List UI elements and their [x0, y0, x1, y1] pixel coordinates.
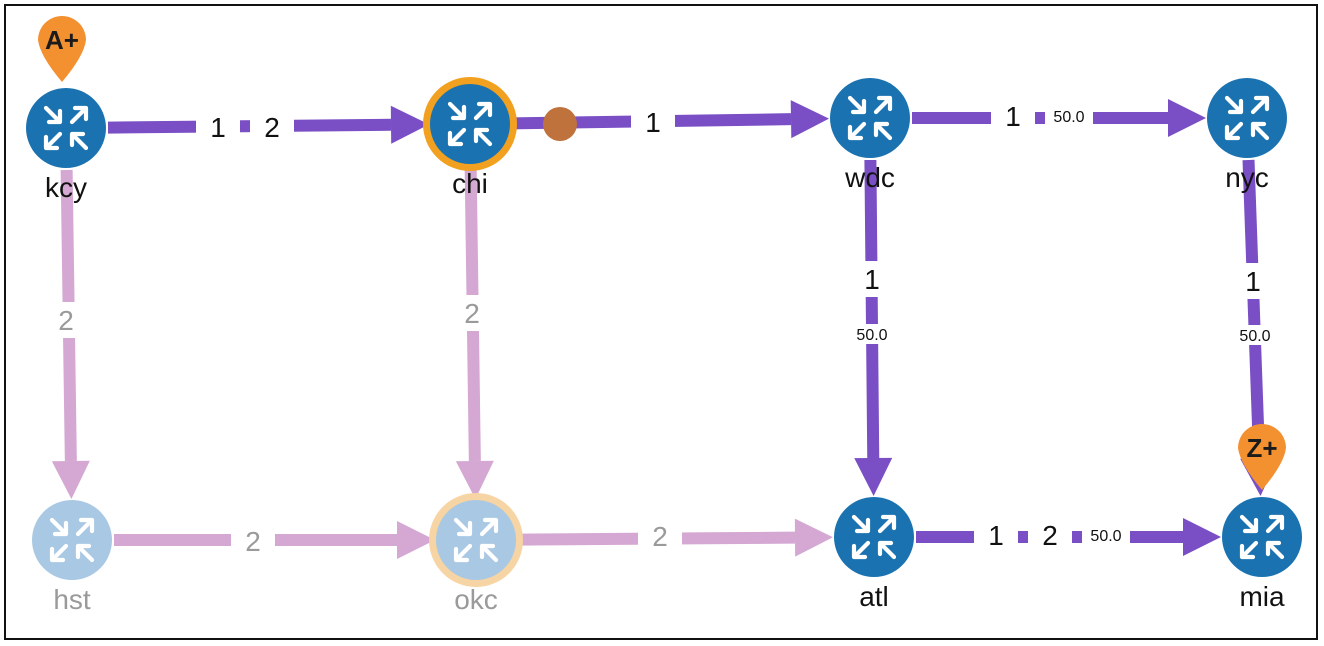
router-name: wdc	[844, 162, 895, 193]
link-label-bg	[1239, 263, 1267, 299]
router-node-wdc[interactable]: wdc	[830, 78, 910, 193]
markers-layer: A+ Z+	[38, 16, 1286, 490]
link-line[interactable]	[1242, 159, 1266, 459]
link-okc-atl[interactable]: 2	[517, 518, 834, 557]
link-label-bg	[458, 295, 486, 331]
router-name: hst	[53, 584, 91, 615]
link-label: 1	[645, 107, 661, 138]
link-arrowhead	[51, 460, 90, 500]
router-circle[interactable]	[32, 500, 112, 580]
metric-label: 50.0	[856, 327, 887, 344]
router-icon	[43, 105, 89, 151]
map-pin-icon	[38, 16, 86, 82]
router-circle[interactable]	[834, 497, 914, 577]
link-label: 2	[652, 521, 668, 552]
metric-label-bg	[1231, 325, 1279, 345]
link-chi-wdc[interactable]: 1	[511, 100, 830, 141]
link-arrowhead	[790, 100, 830, 139]
marker-label: Z+	[1246, 433, 1277, 463]
link-arrowhead	[397, 521, 435, 559]
router-circle[interactable]	[436, 500, 516, 580]
router-circle[interactable]	[1207, 78, 1287, 158]
link-label: 2	[58, 305, 74, 336]
z-marker[interactable]: Z+	[1238, 424, 1286, 490]
router-icon	[447, 101, 493, 147]
link-label-bg	[858, 261, 886, 297]
link-label: 1	[988, 520, 1004, 551]
link-label-bg	[196, 117, 240, 137]
router-node-kcy[interactable]: kcy	[26, 88, 106, 203]
router-icon	[453, 517, 499, 563]
link-arrowhead	[1183, 518, 1221, 556]
nodes-layer: kcy chi wdc nyc hst okc atl mia	[26, 77, 1302, 615]
link-line[interactable]	[864, 159, 880, 459]
router-circle[interactable]	[26, 88, 106, 168]
link-label-bg	[638, 526, 682, 546]
metric-label-bg	[1045, 106, 1093, 126]
link-arrowhead	[1168, 99, 1206, 137]
router-circle[interactable]	[430, 84, 510, 164]
link-arrowhead	[390, 105, 430, 144]
router-node-hst[interactable]: hst	[32, 500, 112, 615]
router-icon	[49, 517, 95, 563]
link-chi-okc[interactable]: 2	[455, 165, 494, 500]
router-name: okc	[454, 584, 498, 615]
link-hst-okc[interactable]: 2	[114, 521, 435, 559]
router-node-mia[interactable]: mia	[1222, 497, 1302, 612]
router-node-atl[interactable]: atl	[834, 497, 914, 612]
probe-dot[interactable]	[543, 107, 577, 141]
metric-label: 50.0	[1053, 109, 1084, 126]
link-label-bg	[974, 525, 1018, 545]
link-label-bg	[52, 302, 80, 338]
a-marker[interactable]: A+	[38, 16, 86, 82]
link-label: 1	[1005, 101, 1021, 132]
link-label-bg	[631, 112, 675, 132]
link-label: 1	[864, 264, 880, 295]
link-wdc-atl[interactable]: 150.0	[848, 159, 896, 497]
link-arrowhead	[794, 518, 834, 557]
link-label: 2	[1042, 520, 1058, 551]
link-label: 2	[264, 112, 280, 143]
link-label: 1	[210, 112, 226, 143]
marker-label: A+	[45, 25, 79, 55]
router-icon	[847, 95, 893, 141]
link-label: 1	[1245, 266, 1261, 297]
link-label-bg	[1028, 525, 1072, 545]
link-label: 2	[464, 298, 480, 329]
link-atl-mia[interactable]: 1 2 50.0	[916, 518, 1221, 556]
router-name: atl	[859, 581, 889, 612]
link-kcy-hst[interactable]: 2	[51, 169, 90, 500]
metric-label-bg	[848, 324, 896, 344]
metric-label: 50.0	[1090, 528, 1121, 545]
router-name: kcy	[45, 172, 87, 203]
map-pin-icon	[1238, 424, 1286, 490]
link-arrowhead	[854, 457, 893, 497]
router-name: mia	[1239, 581, 1285, 612]
router-name: chi	[452, 168, 488, 199]
router-circle[interactable]	[830, 78, 910, 158]
router-icon	[851, 514, 897, 560]
router-name: nyc	[1225, 162, 1269, 193]
router-node-nyc[interactable]: nyc	[1207, 78, 1287, 193]
link-label-bg	[231, 531, 275, 551]
metric-label: 50.0	[1239, 328, 1270, 345]
router-icon	[1224, 95, 1270, 141]
link-label-bg	[991, 106, 1035, 126]
router-node-chi[interactable]: chi	[423, 77, 517, 199]
link-line[interactable]	[107, 118, 392, 134]
metric-label-bg	[1082, 525, 1130, 545]
link-label-bg	[250, 117, 294, 137]
link-label: 2	[245, 526, 261, 557]
router-icon	[1239, 514, 1285, 560]
link-arrowhead	[455, 460, 494, 500]
router-circle[interactable]	[1222, 497, 1302, 577]
router-node-okc[interactable]: okc	[429, 493, 523, 615]
